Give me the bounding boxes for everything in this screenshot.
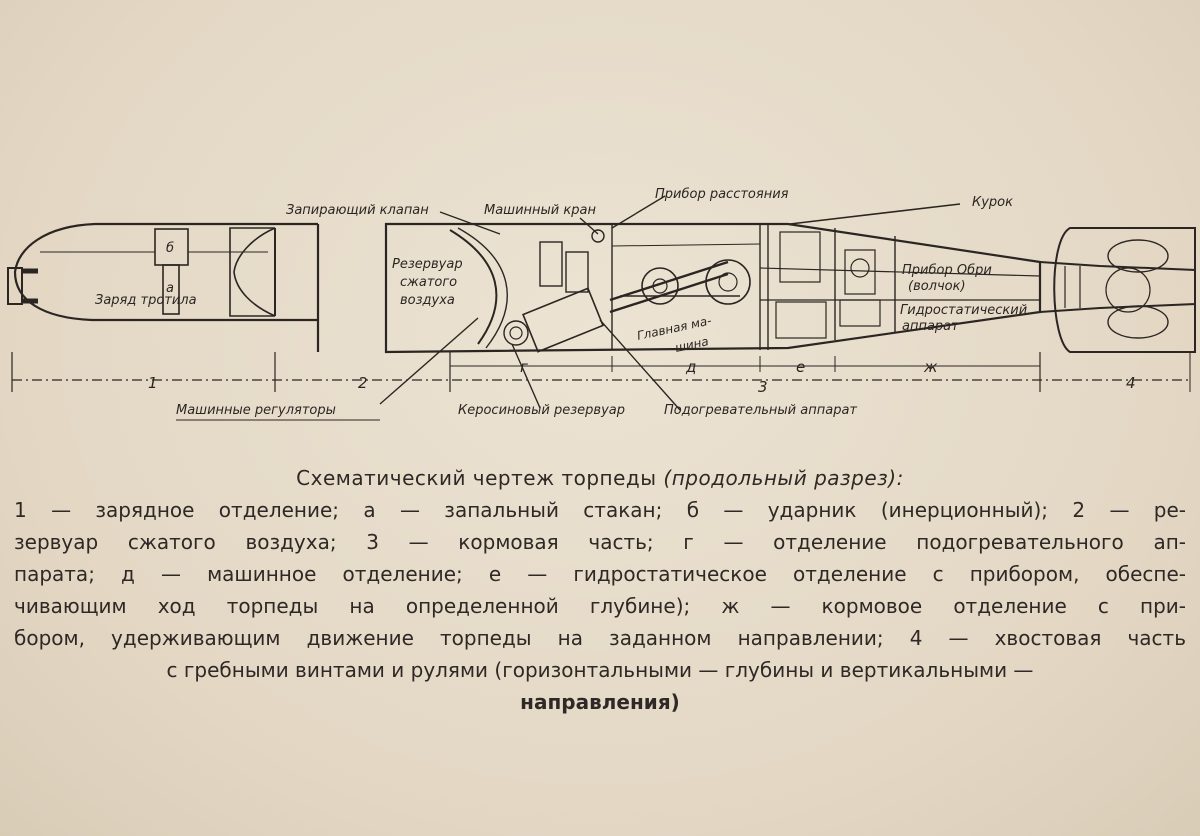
figure-caption: Схематический чертеж торпеды (продольный…: [14, 462, 1186, 718]
dim-label-4: 4: [1126, 374, 1136, 392]
label-heater: Подогревательный аппарат: [664, 403, 857, 418]
label-hydrostatic-1: Гидростатический: [900, 303, 1027, 318]
label-reservoir-1: Резервуар: [392, 257, 463, 272]
caption-line-2: зервуар сжатого воздуха; 3 — кормовая ча…: [14, 530, 1186, 554]
dim-label-d: д: [685, 358, 696, 376]
caption-line-3: парата; д — машинное отделение; е — гидр…: [14, 562, 1186, 586]
tail-section: [1039, 227, 1196, 353]
label-letter-a: а: [166, 281, 174, 296]
warhead-section: [7, 222, 320, 352]
caption-title-plain: Схематический чертеж торпеды: [296, 466, 657, 490]
dim-label-g: г: [520, 358, 528, 376]
label-reservoir-2: сжатого: [400, 275, 457, 290]
dim-label-3: 3: [758, 378, 768, 396]
dim-label-e: е: [796, 358, 805, 376]
label-obri-2: (волчок): [908, 279, 966, 294]
caption-title: Схематический чертеж торпеды (продольный…: [14, 462, 1186, 494]
dim-label-1: 1: [148, 374, 158, 392]
dim-label-2: 2: [358, 374, 368, 392]
caption-line-1: 1 — зарядное отделение; а — запальный ст…: [14, 498, 1186, 522]
label-letter-b: б: [166, 241, 174, 256]
mid-body-section: [384, 222, 1042, 354]
label-trigger: Курок: [972, 195, 1013, 210]
torpedo-diagram: Заряд тротила б а Резервуар сжатого возд…: [7, 187, 1196, 421]
main-engine-drawing: [522, 259, 751, 353]
caption-line-6: с гребными винтами и рулями (горизонталь…: [166, 658, 1034, 682]
label-reservoir-3: воздуха: [400, 293, 455, 308]
dimension-lines: [11, 352, 1191, 392]
label-hydrostatic-2: аппарат: [902, 319, 959, 334]
caption-line-7: направления): [520, 690, 680, 714]
label-machine-valve: Машинный кран: [484, 203, 596, 218]
label-machine-regulators: Машинные регуляторы: [176, 403, 336, 418]
dim-label-zh: ж: [923, 358, 938, 376]
label-charge: Заряд тротила: [95, 293, 197, 308]
caption-title-italic: (продольный разрез):: [663, 466, 904, 490]
caption-line-5: бором, удерживающим движение торпеды на …: [14, 626, 1186, 650]
leader-lines: [176, 195, 961, 421]
label-shutoff-valve: Запирающий клапан: [286, 203, 429, 218]
label-obri-1: Прибор Обри: [902, 263, 992, 278]
label-distance-device: Прибор расстояния: [655, 187, 789, 202]
label-kerosene-tank: Керосиновый резервуар: [458, 403, 625, 418]
caption-line-4: чивающим ход торпеды на определенной глу…: [14, 594, 1186, 618]
label-main-engine-2: шина: [674, 334, 710, 355]
